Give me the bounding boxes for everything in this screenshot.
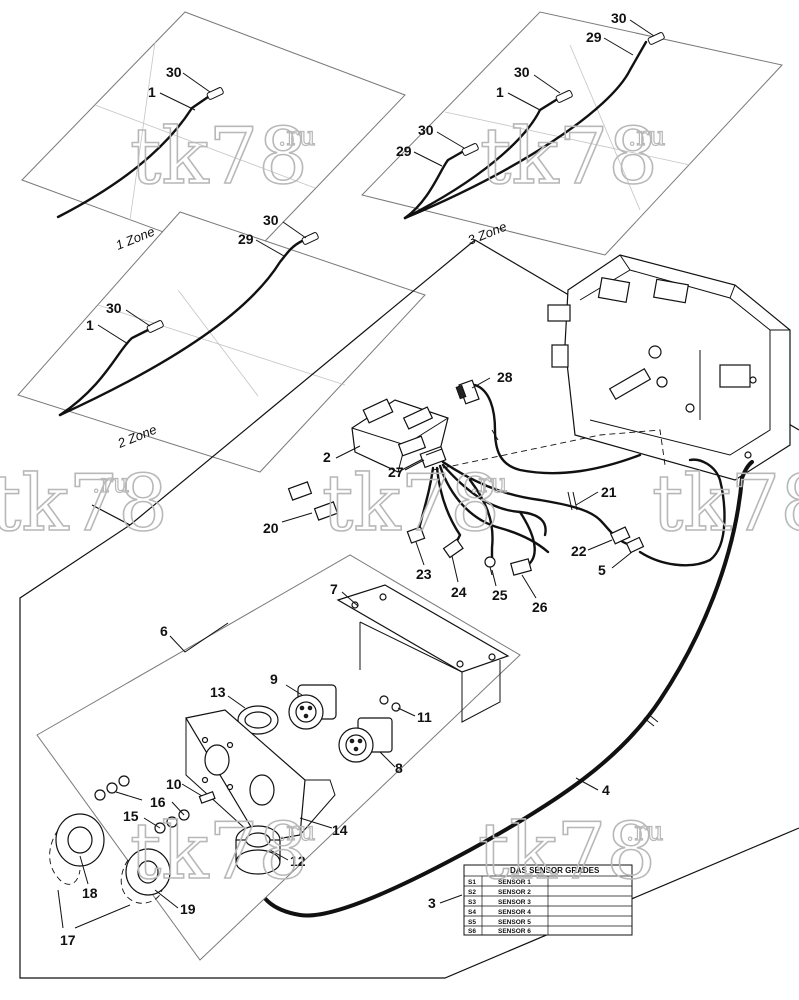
callout-label: 14	[332, 822, 348, 838]
callout-label: 29	[396, 143, 412, 159]
callout-label: 30	[166, 64, 182, 80]
callout-label: 19	[180, 901, 196, 917]
sensor-table-title: DAS SENSOR GRADES	[510, 866, 600, 875]
callout-label: 12	[290, 853, 306, 869]
watermark-suffix: .ru	[470, 469, 507, 499]
sensor-grades-table: DAS SENSOR GRADES S1 SENSOR 1 S2 SENSOR …	[463, 864, 633, 936]
cable-gland-12	[235, 825, 281, 875]
callout-label: 30	[611, 10, 627, 26]
watermark-suffix: .ru	[626, 817, 663, 847]
callout-label: 21	[601, 484, 617, 500]
sensor-table-name: SENSOR 4	[498, 909, 531, 916]
washers-16	[94, 775, 190, 834]
callout-label: 4	[602, 782, 610, 798]
watermark-suffix: .ru	[278, 817, 315, 847]
sensor-table-id: S2	[468, 889, 476, 896]
dust-cap-19	[120, 848, 171, 904]
callout-label: 17	[60, 932, 76, 948]
terminal-24	[442, 538, 464, 559]
sensor-table-name: SENSOR 5	[498, 919, 531, 926]
callout-label: 2	[323, 449, 331, 465]
callout-label: 30	[106, 300, 122, 316]
callout-label: 30	[263, 212, 279, 228]
callout-label: 1	[148, 84, 156, 100]
callout-label: 29	[586, 29, 602, 45]
callout-label: 20	[263, 520, 279, 536]
watermark-suffix: .ru	[628, 122, 665, 152]
callout-label: 15	[123, 808, 139, 824]
connector-9	[288, 684, 337, 730]
callout-label: 5	[598, 562, 606, 578]
sensor-table-name: SENSOR 2	[498, 889, 531, 896]
callout-label: 11	[417, 709, 432, 725]
callout-label: 26	[532, 599, 548, 615]
bracket-7	[336, 584, 510, 723]
nut-11	[379, 695, 401, 712]
screw-10	[198, 791, 216, 804]
callout-label: 18	[82, 885, 98, 901]
terminal-23	[406, 526, 426, 544]
callout-label: 13	[210, 684, 226, 700]
watermark-text: tk78	[0, 459, 168, 549]
callout-label: 7	[330, 581, 338, 597]
callout-label: 1	[496, 84, 504, 100]
callout-label: 30	[514, 64, 530, 80]
dust-cap-18	[49, 813, 105, 885]
callout-label: 24	[451, 584, 467, 600]
watermark-text: tk78	[322, 459, 500, 549]
callout-label: 27	[388, 464, 404, 480]
callout-label: 8	[395, 760, 403, 776]
sensor-table-id: S1	[468, 879, 476, 886]
sensor-cable-4	[256, 460, 754, 918]
callout-label: 6	[160, 623, 168, 639]
control-box-enclosure	[547, 254, 791, 481]
callout-label: 25	[492, 587, 508, 603]
terminal-25	[484, 556, 496, 576]
callout-label: 16	[150, 794, 166, 810]
watermark-text: tk78	[480, 112, 658, 202]
watermark-text: tk78	[478, 807, 656, 897]
callouts: 30 1 30 29 30 1 30 29 30 1 30 29 28 2 27…	[57, 10, 655, 948]
watermark-suffix: .ru	[92, 469, 129, 499]
callout-label: 30	[418, 122, 434, 138]
sensor-table-id: S6	[468, 928, 476, 935]
watermark-text: tk78	[130, 112, 308, 202]
watermarks: tk78 .ru tk78 .ru tk78 .ru tk78 .ru tk78…	[0, 111, 799, 898]
connector-20-pair	[287, 481, 339, 521]
connector-8	[338, 717, 393, 763]
sensor-table-id: S4	[468, 909, 476, 916]
sensor-table-name: SENSOR 3	[498, 899, 531, 906]
callout-label: 29	[238, 231, 254, 247]
sensor-table-id: S5	[468, 919, 476, 926]
callout-label: 10	[166, 776, 182, 792]
callout-label: 3	[428, 895, 436, 911]
sensor-table-name: SENSOR 1	[498, 879, 531, 886]
watermark-text: tk78	[652, 459, 799, 549]
mounting-bracket-14	[185, 709, 336, 843]
watermark-text: tk78	[130, 807, 308, 897]
lock-nut-13	[237, 705, 279, 735]
watermark-suffix: .ru	[278, 122, 315, 152]
callout-label: 23	[416, 566, 432, 582]
callout-label: 9	[270, 671, 278, 687]
main-harness	[416, 383, 726, 567]
connector-22-5	[609, 526, 645, 554]
terminal-26	[510, 558, 532, 576]
sensor-table-id: S3	[468, 899, 476, 906]
callout-label: 28	[497, 369, 513, 385]
callout-label: 1	[86, 317, 94, 333]
callout-label: 22	[571, 543, 587, 559]
connector-28	[455, 379, 480, 405]
sensor-table-name: SENSOR 6	[498, 928, 531, 935]
